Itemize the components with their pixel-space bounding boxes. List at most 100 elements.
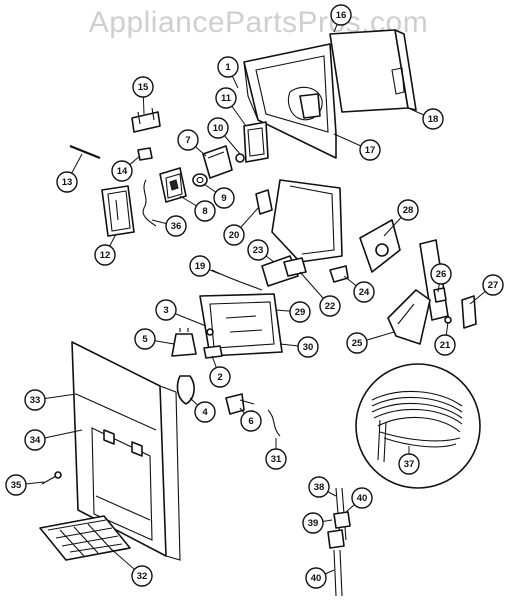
- callout-label: 8: [202, 206, 207, 217]
- callout-23: 23: [247, 239, 269, 261]
- callout-circle: [434, 334, 456, 356]
- callout-circle: [56, 171, 78, 193]
- water-tube-fittings: [327, 487, 351, 597]
- callout-circle: [359, 139, 381, 161]
- callout-3: 3: [155, 299, 177, 321]
- callout-label: 6: [248, 416, 253, 427]
- callout-label: 13: [62, 177, 73, 188]
- callout-5: 5: [134, 328, 156, 350]
- mounting-bracket: [101, 185, 135, 237]
- callout-39: 39: [302, 512, 324, 534]
- callout-label: 25: [352, 338, 363, 349]
- callout-1: 1: [217, 56, 239, 78]
- callout-7: 7: [177, 129, 199, 151]
- bracket-24: [329, 265, 349, 283]
- callout-2: 2: [209, 366, 231, 388]
- callout-circle: [397, 199, 419, 221]
- callout-label: 19: [195, 261, 206, 272]
- callout-label: 36: [171, 221, 182, 232]
- ice-chute-ramp: [261, 179, 343, 287]
- motor-plate: [359, 219, 401, 273]
- callout-label: 37: [404, 459, 415, 470]
- callout-circle: [351, 487, 373, 509]
- callout-29: 29: [289, 301, 311, 323]
- callout-circle: [189, 255, 211, 277]
- callout-circle: [213, 187, 235, 209]
- callout-30: 30: [297, 336, 319, 358]
- callout-26: 26: [430, 263, 452, 285]
- callout-label: 9: [221, 193, 226, 204]
- callout-label: 24: [359, 287, 370, 298]
- callout-circle: [247, 239, 269, 261]
- callout-label: 22: [325, 301, 336, 312]
- callout-circle: [132, 76, 154, 98]
- callout-label: 12: [100, 250, 111, 261]
- callout-34: 34: [24, 429, 46, 451]
- actuator-lever: [387, 239, 449, 345]
- callout-9: 9: [213, 187, 235, 209]
- wire-harness-inset: [355, 363, 481, 489]
- callout-label: 27: [488, 280, 499, 291]
- callout-circle: [330, 4, 352, 26]
- lamp-and-bulb: [171, 328, 255, 415]
- callout-25: 25: [346, 332, 368, 354]
- callout-40: 40: [351, 487, 373, 509]
- callout-circle: [217, 56, 239, 78]
- callout-circle: [346, 332, 368, 354]
- callout-circle: [134, 328, 156, 350]
- callout-37: 37: [398, 453, 420, 475]
- chute-housing: [243, 43, 337, 159]
- callout-10: 10: [207, 117, 229, 139]
- callout-31: 31: [265, 448, 287, 470]
- callout-circle: [289, 301, 311, 323]
- callout-4: 4: [194, 401, 216, 423]
- callout-label: 40: [357, 493, 368, 504]
- callout-label: 5: [142, 334, 148, 345]
- callout-circle: [131, 565, 153, 587]
- callout-16: 16: [330, 4, 352, 26]
- callout-circle: [215, 87, 237, 109]
- callout-28: 28: [397, 199, 419, 221]
- callout-label: 29: [295, 307, 306, 318]
- callout-label: 23: [253, 245, 264, 256]
- callout-24: 24: [353, 281, 375, 303]
- drip-tray: [39, 515, 131, 561]
- callout-circle: [422, 108, 444, 130]
- callout-circle: [223, 224, 245, 246]
- callout-circle: [24, 389, 46, 411]
- callout-33: 33: [24, 389, 46, 411]
- callout-40: 40: [305, 567, 327, 589]
- callout-22: 22: [319, 295, 341, 317]
- callout-17: 17: [359, 139, 381, 161]
- wire-19: [211, 269, 263, 291]
- callout-label: 33: [30, 395, 41, 406]
- callout-circle: [177, 129, 199, 151]
- screw-35: [41, 471, 62, 485]
- callout-27: 27: [482, 274, 504, 296]
- door-flap: [235, 121, 269, 163]
- wire-lead-31: [267, 409, 281, 437]
- callout-14: 14: [111, 160, 133, 182]
- dispenser-frame: [71, 341, 181, 561]
- callout-label: 14: [117, 166, 128, 177]
- callout-circle: [482, 274, 504, 296]
- callout-label: 15: [138, 82, 149, 93]
- callout-label: 35: [11, 480, 22, 491]
- callout-circle: [194, 200, 216, 222]
- callout-12: 12: [94, 244, 116, 266]
- callout-circle: [111, 160, 133, 182]
- callout-35: 35: [5, 474, 27, 496]
- callout-13: 13: [56, 171, 78, 193]
- switch-27: [444, 295, 477, 329]
- cover-panel: [329, 29, 417, 113]
- callout-label: 7: [185, 135, 190, 146]
- callout-circle: [398, 453, 420, 475]
- callout-label: 20: [229, 230, 240, 241]
- callout-8: 8: [194, 200, 216, 222]
- callout-label: 11: [221, 93, 232, 104]
- callout-label: 34: [30, 435, 41, 446]
- callout-circle: [308, 476, 330, 498]
- callout-label: 4: [202, 407, 208, 418]
- callout-label: 2: [217, 372, 222, 383]
- upper-left-brackets: [69, 107, 161, 161]
